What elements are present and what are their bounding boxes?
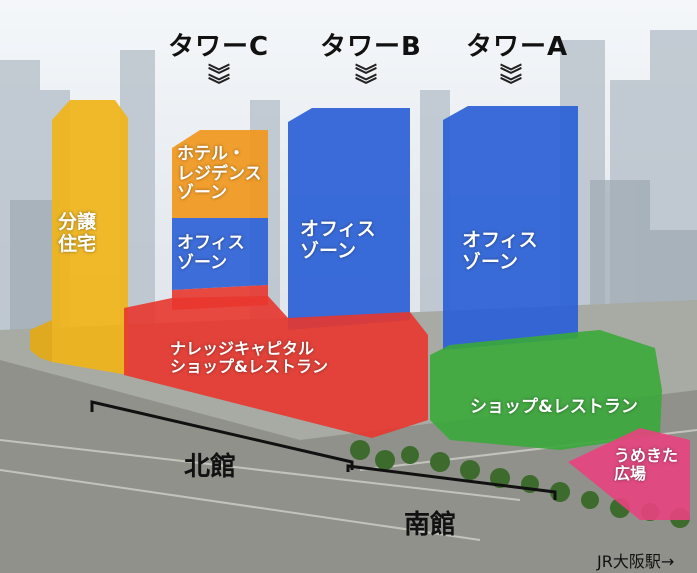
tower-c-title: タワーC [168, 32, 270, 62]
south-hall-label: 南館 [404, 510, 457, 540]
office-c-label: オフィス ゾーン [177, 233, 245, 273]
office-b-label: オフィス ゾーン [300, 218, 376, 262]
north-podium [124, 296, 428, 438]
station-label: JR大阪駅→ [597, 552, 675, 571]
south-podium [430, 330, 662, 450]
hotel-residence-label: ホテル・ レジデンス ゾーン [177, 144, 262, 204]
tower-a-title: タワーA [466, 32, 569, 62]
tower-b-title: タワーB [320, 32, 422, 62]
south-podium-label: ショップ&レストラン [470, 397, 638, 417]
residence-label: 分譲 住宅 [58, 211, 97, 255]
residence-tower [30, 100, 128, 375]
chevron-down-icon: ︾︾ [500, 64, 523, 99]
tower-b [288, 108, 410, 330]
chevron-down-icon: ︾︾ [208, 64, 231, 99]
office-a-label: オフィス ゾーン [462, 229, 538, 273]
north-hall-label: 北館 [184, 452, 237, 482]
tower-a [443, 106, 578, 350]
north-podium-label: ナレッジキャピタル ショップ&レストラン [170, 339, 328, 377]
plaza [568, 428, 690, 520]
south-bracket [346, 464, 557, 500]
chevron-down-icon: ︾︾ [355, 64, 378, 99]
plaza-label: うめきた 広場 [614, 446, 679, 484]
